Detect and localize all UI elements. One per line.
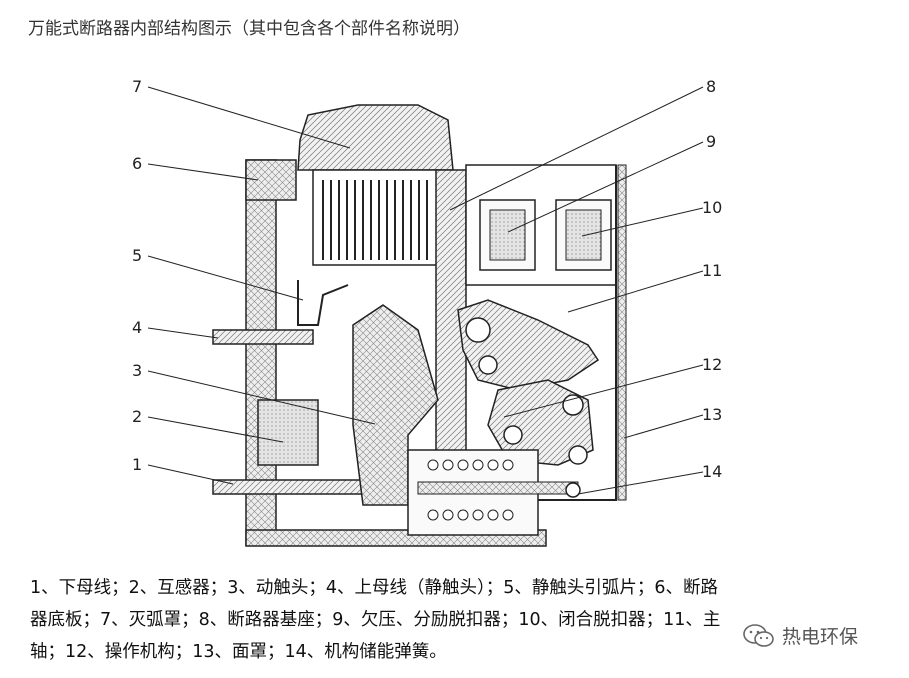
- trip-units: [479, 199, 612, 271]
- lower-busbar: [212, 479, 364, 495]
- callout-6: 6: [132, 154, 142, 173]
- callout-12: 12: [702, 355, 722, 374]
- page-title: 万能式断路器内部结构图示（其中包含各个部件名称说明）: [28, 19, 470, 39]
- callout-13: 13: [702, 405, 722, 424]
- operating-mechanism: [457, 299, 600, 466]
- moving-contact: [352, 304, 439, 506]
- callout-10: 10: [702, 198, 722, 217]
- callout-7: 7: [132, 77, 142, 96]
- callout-14: 14: [702, 462, 722, 481]
- caption-line-2: 器底板；7、灭弧罩；8、断路器基座；9、欠压、分励脱扣器；10、闭合脱扣器；11…: [30, 610, 721, 630]
- storage-spring: [407, 449, 581, 536]
- callout-2: 2: [132, 407, 142, 426]
- callout-5: 5: [132, 246, 142, 265]
- caption-line-3: 轴；12、操作机构；13、面罩；14、机构储能弹簧。: [30, 642, 447, 662]
- callout-9: 9: [706, 132, 716, 151]
- callout-3: 3: [132, 361, 142, 380]
- breaker-diagram: 7 6 5 4 3 2 1 8 9 10 11 12 13 14: [118, 60, 758, 560]
- callout-8: 8: [706, 77, 716, 96]
- watermark: 热电环保: [742, 622, 858, 649]
- caption-line-1: 1、下母线；2、互感器；3、动触头；4、上母线（静触头）；5、静触头引弧片；6、…: [30, 578, 719, 598]
- watermark-text: 热电环保: [782, 626, 859, 648]
- arc-runner: [297, 280, 349, 326]
- upper-busbar: [212, 329, 314, 345]
- current-transformer: [257, 399, 319, 466]
- callout-4: 4: [132, 318, 142, 337]
- wechat-icon: [742, 623, 776, 649]
- arc-chute: [297, 104, 454, 266]
- legend-caption: 1、下母线；2、互感器；3、动触头；4、上母线（静触头）；5、静触头引弧片；6、…: [30, 572, 830, 668]
- leader-lines: [147, 86, 704, 495]
- callout-1: 1: [132, 455, 142, 474]
- callout-11: 11: [702, 261, 722, 280]
